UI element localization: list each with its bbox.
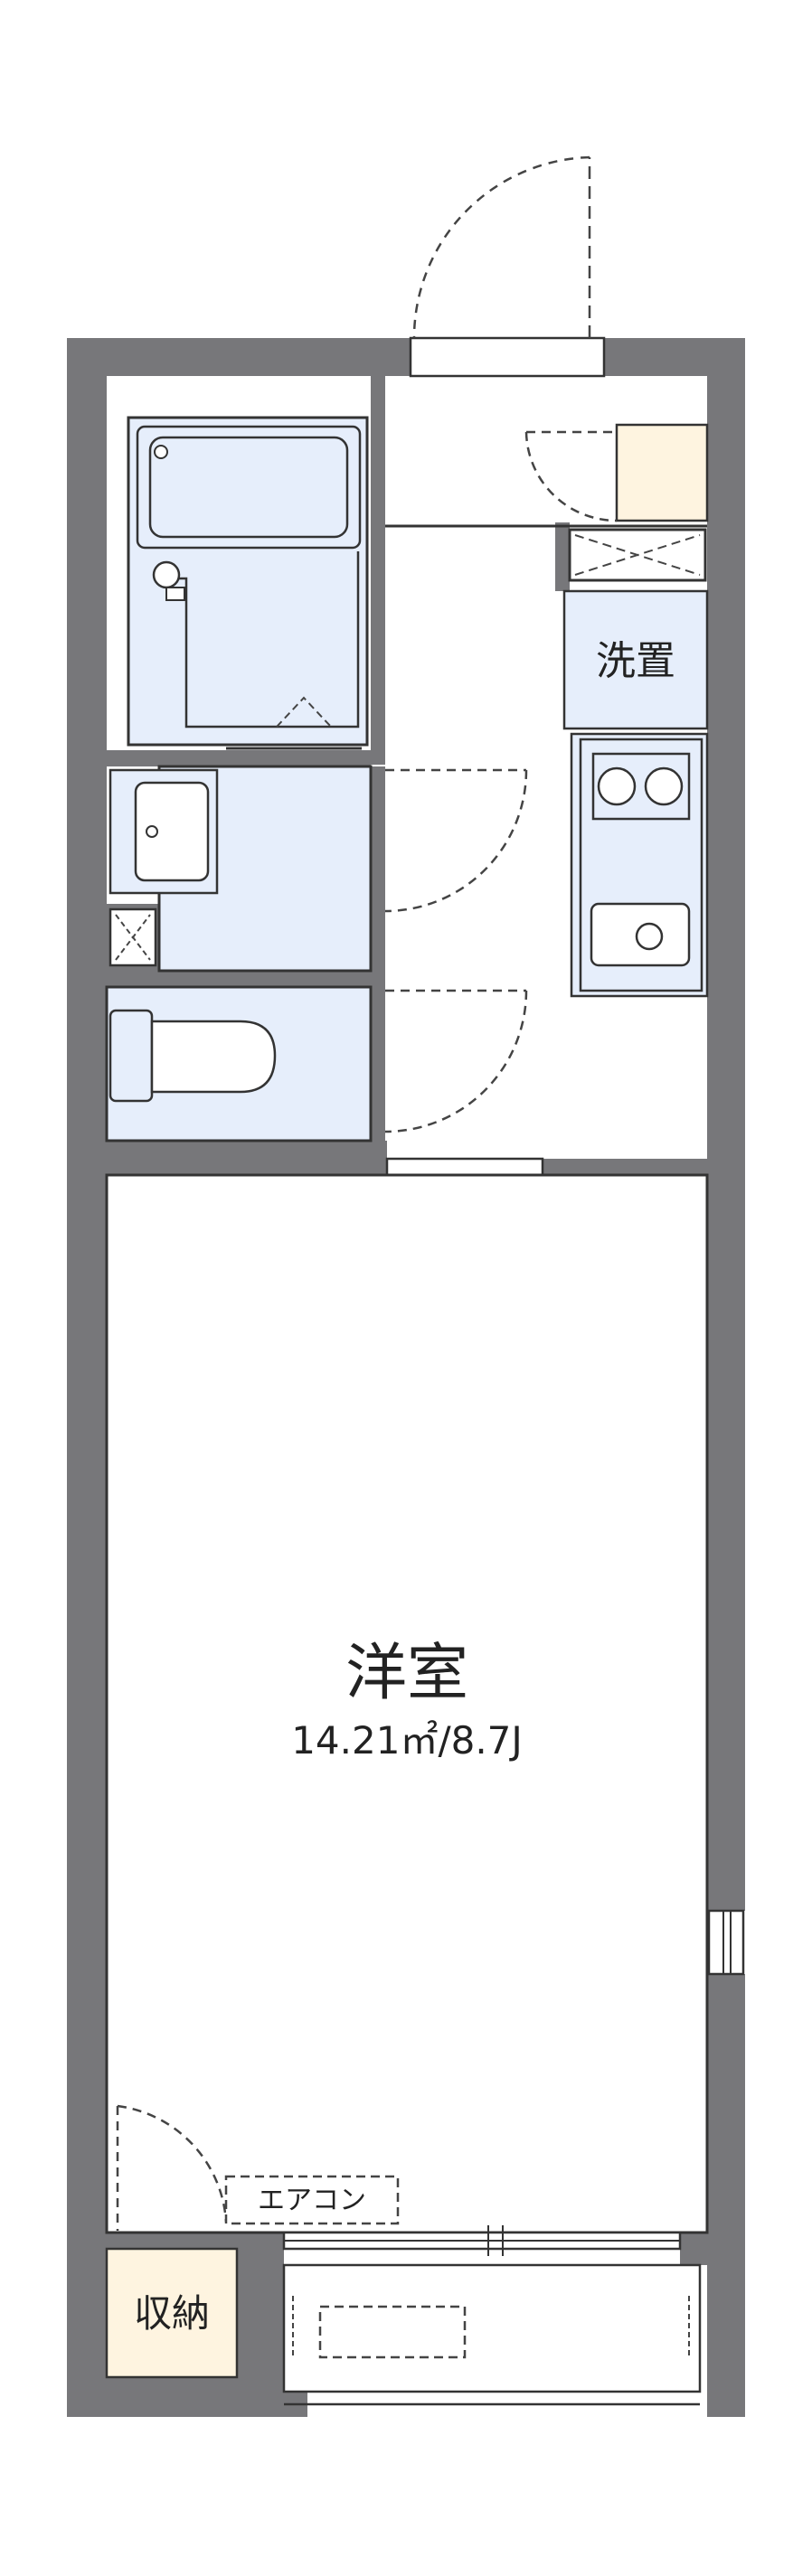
wall-balcony-corner-right: [680, 2233, 745, 2265]
toilet-bowl: [150, 1020, 277, 1094]
western-room-area: 14.21㎡/8.7J: [291, 1718, 523, 1763]
wall-wet-area-bottom-left: [107, 1141, 387, 1175]
washroom-door: [384, 768, 528, 913]
wall-laundry-left: [555, 522, 570, 591]
bathtub-drain: [154, 445, 168, 459]
room-door-opening: [385, 1157, 544, 1177]
western-room: [105, 1173, 709, 2234]
shower-head: [152, 560, 181, 589]
wall-toilet-right: [371, 987, 385, 1148]
side-window: [707, 1909, 745, 1976]
toilet-tank: [109, 1009, 154, 1103]
wall-left: [67, 338, 107, 2417]
burner-left: [597, 766, 637, 806]
sink-drain: [635, 922, 664, 951]
entry-door: [409, 155, 606, 378]
kitchen-counter: [570, 732, 709, 998]
laundry-space: [562, 589, 709, 730]
wall-bath-bottom: [107, 750, 371, 766]
wall-washroom-right: [371, 766, 385, 985]
exterior-walls: [67, 338, 745, 2417]
aircon-label: エアコン: [258, 2185, 366, 2216]
shoe-cabinet: [615, 423, 709, 522]
vanity-drain: [146, 825, 158, 838]
wall-right-upper: [707, 338, 745, 1911]
western-room-label: 洋室: [345, 1638, 468, 1709]
shower-fixture: [165, 587, 185, 601]
wall-top-left: [67, 338, 411, 376]
bathroom-door: [276, 696, 332, 728]
entry-door-swing: [412, 155, 590, 339]
wall-storage-top: [107, 2231, 250, 2249]
shoe-cabinet-door: [524, 430, 618, 522]
kitchen-counter-inner: [579, 738, 703, 992]
vanity-bowl: [134, 781, 210, 882]
aircon-unit: [224, 2175, 400, 2225]
wall-washroom-bottom: [107, 971, 385, 987]
storage-closet: [105, 2247, 239, 2379]
toilet-door: [384, 989, 528, 1133]
wall-bottom-left: [67, 2377, 307, 2417]
wall-balcony-corner-left: [237, 2233, 284, 2377]
wall-right-lower: [707, 1974, 745, 2417]
laundry-label: 洗置: [596, 638, 675, 684]
duct-shaft-cross: [574, 534, 701, 576]
entry-door-opening: [409, 336, 606, 378]
storage-label: 収納: [134, 2291, 210, 2336]
burner-right: [644, 766, 684, 806]
outdoor-unit: [318, 2305, 467, 2359]
wall-bath-right: [371, 376, 385, 765]
storage-door: [116, 2104, 228, 2231]
wall-wet-area-bottom-right: [543, 1159, 707, 1175]
floor-drain-cross: [115, 914, 151, 961]
bathtub-inner: [148, 436, 349, 539]
